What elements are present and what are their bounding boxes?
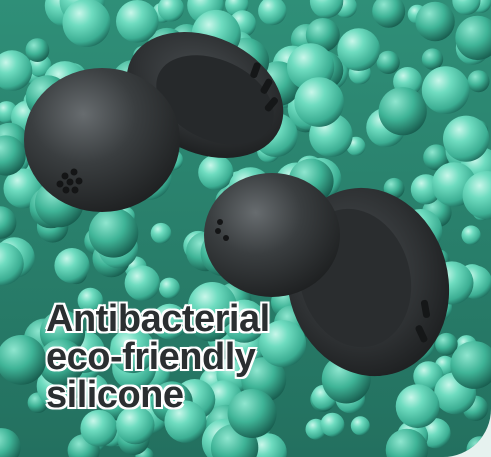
silicone-bead: [450, 341, 491, 389]
silicone-bead: [62, 0, 111, 47]
feature-caption: Antibacterial eco-friendly silicone: [46, 300, 270, 414]
silicone-bead: [258, 0, 287, 26]
silicone-bead: [74, 373, 109, 409]
caption-line-3: silicone: [46, 374, 184, 416]
silicone-bead: [350, 416, 370, 436]
silicone-bead: [413, 361, 444, 392]
silicone-bead: [467, 70, 490, 93]
silicone-bead: [415, 1, 455, 42]
silicone-bead: [383, 177, 405, 199]
silicone-bead: [80, 409, 118, 447]
silicone-bead: [158, 277, 180, 299]
silicone-bead: [187, 282, 237, 331]
silicone-bead: [198, 154, 234, 190]
silicone-bead: [0, 50, 33, 91]
silicone-bead: [378, 87, 427, 136]
silicone-bead: [227, 389, 277, 438]
silicone-bead: [0, 135, 26, 176]
silicone-bead: [164, 400, 207, 443]
silicone-bead: [259, 320, 307, 368]
earplug-vent-holes: [56, 168, 83, 194]
silicone-bead: [151, 303, 188, 340]
silicone-bead: [0, 428, 21, 457]
silicone-bead: [309, 0, 344, 19]
silicone-bead: [452, 0, 481, 15]
silicone-bead: [0, 206, 17, 239]
silicone-bead: [110, 327, 156, 374]
silicone-bead: [462, 171, 491, 220]
silicone-bead: [305, 18, 340, 52]
silicone-bead: [116, 0, 159, 43]
silicone-bead: [150, 222, 172, 244]
earplug-top: [24, 32, 284, 212]
silicone-bead: [443, 115, 490, 162]
silicone-bead: [421, 48, 444, 70]
silicone-bead: [157, 0, 184, 22]
silicone-bead: [88, 208, 139, 258]
silicone-bead: [461, 225, 481, 245]
silicone-bead: [25, 38, 50, 62]
silicone-bead: [376, 50, 400, 74]
silicone-bead: [77, 287, 104, 314]
silicone-bead: [38, 339, 85, 386]
silicone-bead: [385, 428, 429, 457]
silicone-bead: [116, 405, 155, 445]
earplug-bottom: [204, 173, 450, 377]
silicone-bead: [0, 242, 24, 286]
silicone-bead: [337, 28, 381, 72]
silicone-bead: [423, 144, 450, 171]
silicone-bead: [294, 77, 344, 127]
caption-line-2: eco-friendly: [46, 336, 256, 378]
silicone-bead: [420, 418, 451, 449]
silicone-bead: [421, 66, 470, 114]
silicone-bead: [455, 15, 491, 61]
caption-line-1: Antibacterial: [46, 298, 270, 340]
silicone-bead: [372, 0, 406, 28]
silicone-bead: [124, 265, 160, 301]
silicone-bead: [0, 335, 47, 385]
silicone-bead: [54, 248, 90, 284]
silicone-bead: [320, 412, 345, 437]
silicone-bead: [395, 384, 440, 429]
silicone-bead: [435, 332, 458, 356]
